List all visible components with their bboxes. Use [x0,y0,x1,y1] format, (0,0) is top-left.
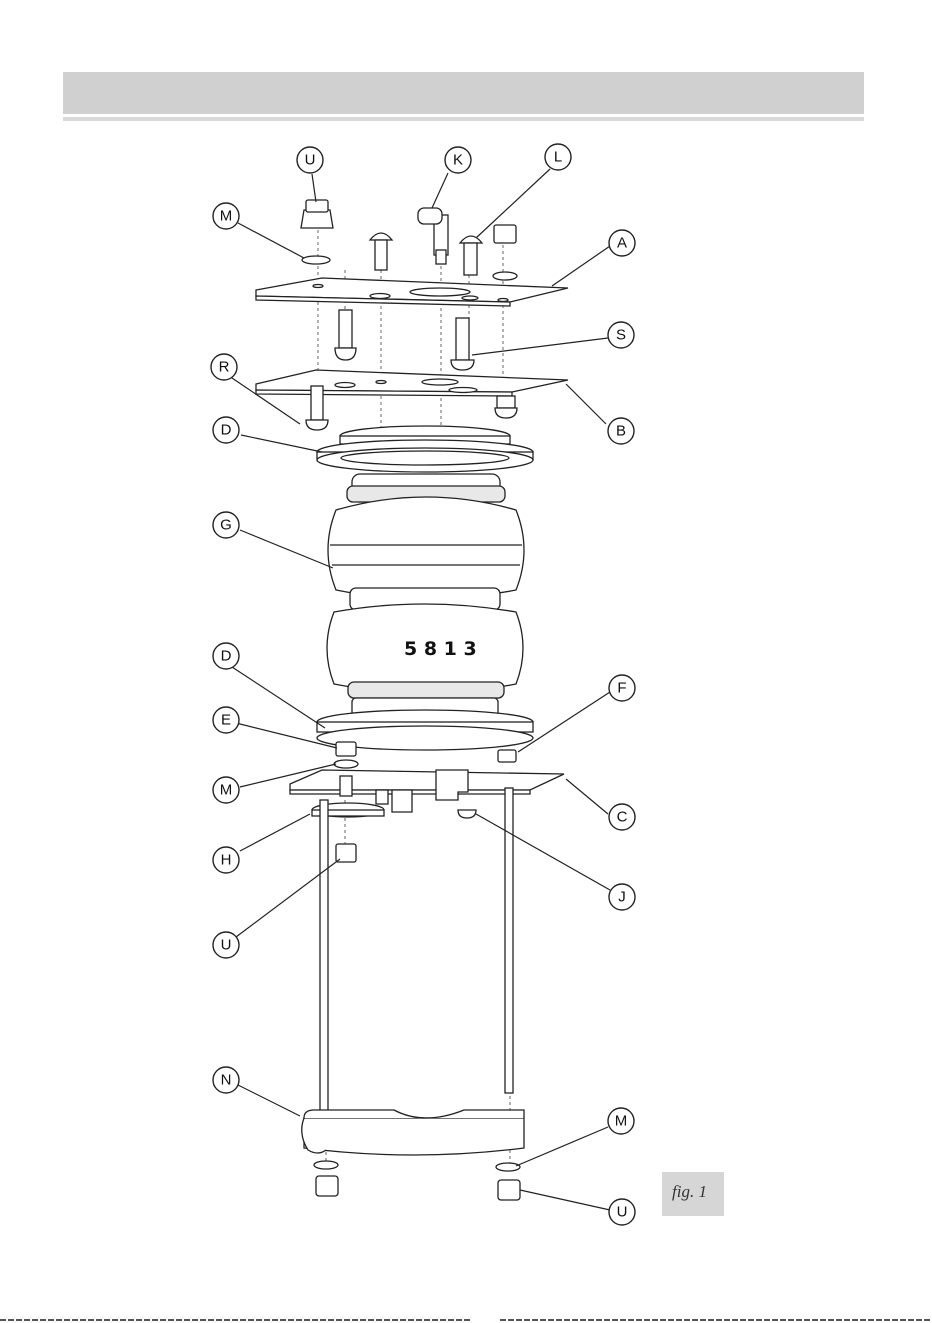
callout-u-top: U [297,147,323,173]
callout-b: B [608,418,634,444]
callout-letter: B [616,423,626,440]
callout-letter: J [618,889,626,906]
threaded-rods [320,788,513,1120]
callout-r: R [211,354,237,380]
callout-l: L [545,144,571,170]
callout-h: H [213,847,239,873]
callout-letter: E [221,712,231,729]
callout-k: K [445,147,471,173]
mid-bolts [335,310,474,370]
bracket-n [302,1110,524,1155]
callout-e: E [213,707,239,733]
flange-d-top [317,426,533,472]
callout-letter: K [453,152,463,169]
callout-letter: L [554,149,562,166]
callout-letter: R [219,359,230,376]
page-bottom-rule-right [500,1319,932,1321]
callout-letter: H [221,852,232,869]
callout-c: C [609,804,635,830]
callout-j: J [609,884,635,910]
callout-g: G [213,512,239,538]
callout-d-top: D [213,417,239,443]
callout-a: A [609,230,635,256]
callout-s: S [608,322,634,348]
callout-letter: N [221,1072,232,1089]
callout-letter: S [616,327,626,344]
callout-u-bottom: U [609,1199,635,1225]
callout-letter: G [220,517,232,534]
figure-label: fig. 1 [672,1182,707,1202]
callout-letter: U [617,1204,628,1221]
callout-m-mid: M [213,777,239,803]
callout-letter: D [221,648,232,665]
callout-letter: D [221,422,232,439]
bellow-marking: 5 8 1 3 [404,638,477,660]
callout-d-bottom: D [213,643,239,669]
callout-u-mid: U [213,932,239,958]
bottom-hardware [314,1161,520,1200]
callout-m-top: M [213,203,239,229]
callout-letter: A [617,235,627,252]
callout-letter: U [305,152,316,169]
callout-letter: F [617,680,626,697]
callout-n: N [213,1067,239,1093]
callout-m-bottom: M [608,1108,634,1134]
top-hardware [301,200,517,280]
page-bottom-rule-left [0,1319,470,1321]
callout-letter: C [617,809,628,826]
callout-f: F [609,675,635,701]
callout-letter: M [220,782,233,799]
callout-letter: M [615,1113,628,1130]
plate-a [256,278,568,306]
air-bellow-g: 5 8 1 3 [327,474,524,716]
callout-letter: U [221,937,232,954]
plate-b [256,370,568,396]
callout-letter: M [220,208,233,225]
